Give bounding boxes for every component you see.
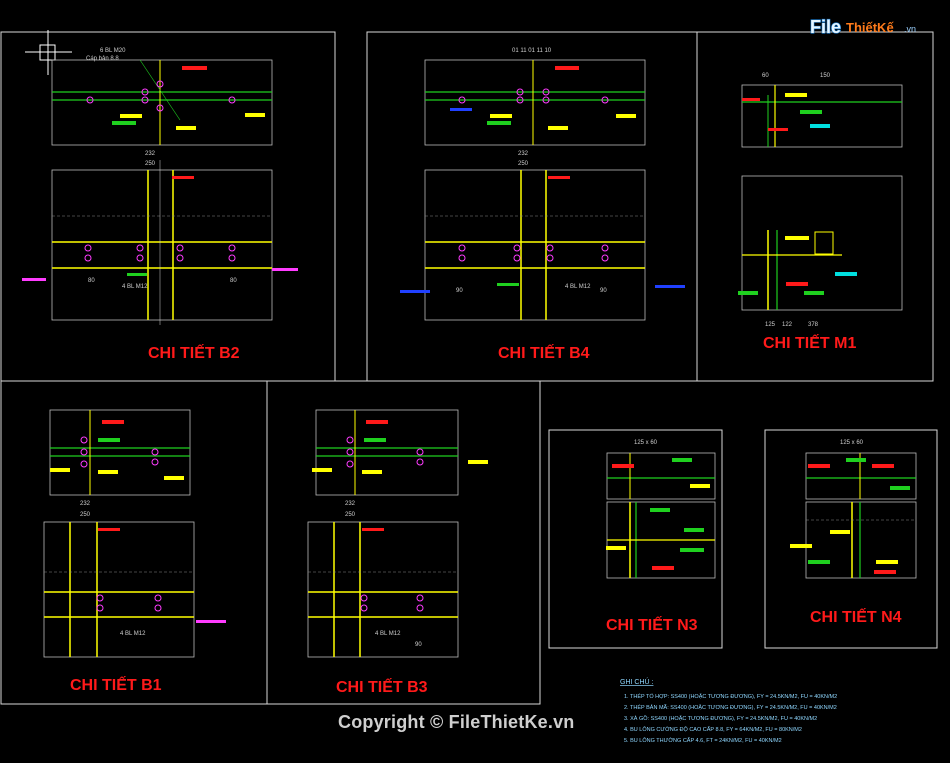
detail-b4: 232 250 01 11 01 11 10 4 BL M12 90 90 CH…	[400, 48, 685, 362]
section-label: 01 11 01 11 10	[512, 48, 552, 54]
copyright-watermark: Copyright © FileThietKe.vn	[338, 712, 575, 732]
frame-b4	[366, 31, 698, 382]
note-line: 4. BU LÔNG CƯỜNG ĐỘ CAO CẤP 8.8, FY = 64…	[624, 726, 802, 733]
title-n4: CHI TIẾT N4	[810, 607, 902, 626]
detail-n3: 125 x 60 CHI TIẾT N3	[606, 440, 716, 634]
beam-label: 125 x 60	[634, 440, 658, 446]
note-line: 3. XÀ GỒ: SS400 (HOẶC TƯƠNG ĐƯƠNG), FY =…	[624, 715, 817, 722]
plate-label: Cáp bản 8.8	[86, 56, 119, 62]
bolt-label: 4 BL M12	[565, 284, 591, 290]
frame-b2	[0, 31, 336, 382]
dim-label: 250	[80, 512, 91, 518]
frame-m1	[696, 31, 934, 382]
detail-b1: 232 250 4 BL M12 CHI TIẾT B1	[43, 409, 226, 694]
dim-label: 232	[145, 151, 156, 157]
filethietke-logo: File ThiếtKế .vn	[810, 16, 916, 37]
title-b2: CHI TIẾT B2	[148, 343, 240, 362]
title-n3: CHI TIẾT N3	[606, 615, 698, 634]
logo-brand-text: ThiếtKế	[846, 20, 894, 35]
dim-label: 80	[88, 278, 95, 284]
beam-label: 125 x 60	[840, 440, 864, 446]
general-notes: GHI CHÚ : 1. THÉP TỔ HỢP: SS400 (HOẶC TƯ…	[620, 677, 837, 744]
frame-n4	[764, 429, 938, 649]
logo-domain-text: .vn	[904, 24, 916, 34]
title-b1: CHI TIẾT B1	[70, 675, 162, 694]
dim-label: 122	[782, 322, 793, 328]
frame-b3	[266, 380, 541, 705]
logo-file-text: File	[810, 17, 841, 37]
detail-b3: 232 250 4 BL M12 90 CHI TIẾT B3	[307, 409, 488, 696]
notes-heading: GHI CHÚ :	[620, 677, 654, 686]
crosshair-cursor-icon	[25, 30, 72, 75]
dim-label: 125	[765, 322, 776, 328]
dim-label: 250	[145, 161, 156, 167]
dim-label: 90	[600, 288, 607, 294]
dim-label: 90	[456, 288, 463, 294]
bolt-label: 4 BL M12	[375, 631, 401, 637]
dim-label: 60	[762, 73, 769, 79]
title-b4: CHI TIẾT B4	[498, 343, 590, 362]
title-b3: CHI TIẾT B3	[336, 677, 428, 696]
detail-b2: 232 250 6 BL M20 Cáp bản 8.8 4 BL M12 80…	[22, 48, 298, 362]
bolt-label: 4 BL M12	[120, 631, 146, 637]
frame-n3	[548, 429, 723, 649]
note-line: 5. BU LÔNG THƯỜNG CẤP 4.6, FT = 24KN/M2,…	[624, 737, 782, 744]
title-m1: CHI TIẾT M1	[763, 333, 856, 352]
bolt-label: 6 BL M20	[100, 48, 126, 54]
note-line: 2. THÉP BẢN MÃ: SS400 (HOẶC TƯƠNG ĐƯƠNG)…	[624, 704, 837, 711]
bolt-label: 4 BL M12	[122, 284, 148, 290]
dim-label: 232	[518, 151, 529, 157]
sheet-frames	[0, 31, 938, 705]
dim-label: 232	[345, 501, 356, 507]
detail-n4: 125 x 60 CHI TIẾT N4	[790, 440, 917, 626]
dim-label: 250	[518, 161, 529, 167]
dim-label: 250	[345, 512, 356, 518]
dim-label: 80	[230, 278, 237, 284]
frame-b1	[0, 380, 268, 705]
dim-label: 232	[80, 501, 91, 507]
dim-label: 90	[415, 642, 422, 648]
dim-label: 150	[820, 73, 831, 79]
detail-m1: 60 150 125 122 378 CHI TIẾT M1	[738, 73, 903, 352]
dim-label: 378	[808, 322, 819, 328]
note-line: 1. THÉP TỔ HỢP: SS400 (HOẶC TƯƠNG ĐƯƠNG)…	[624, 693, 837, 700]
